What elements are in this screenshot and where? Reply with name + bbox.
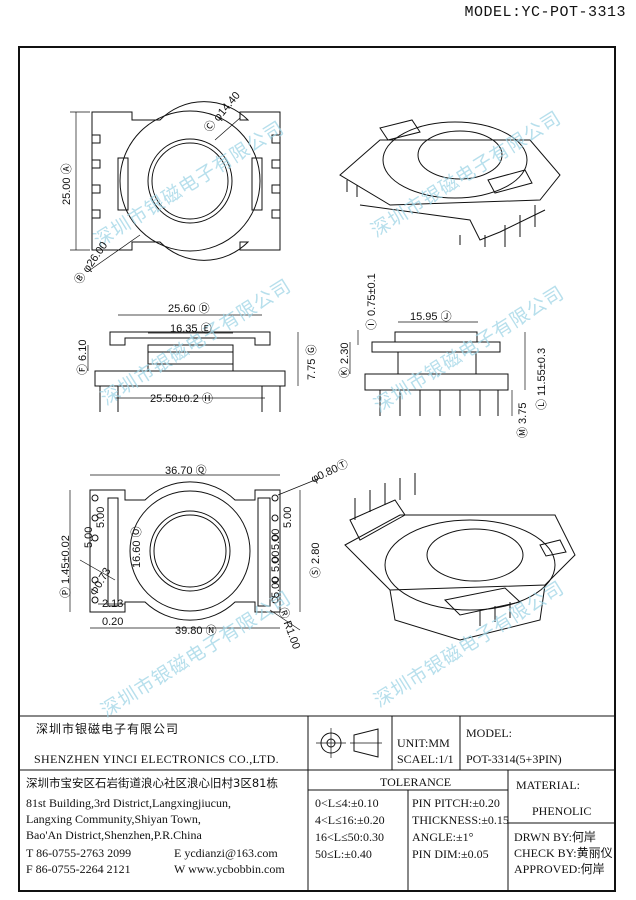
email: E ycdianzi@163.com: [174, 846, 278, 860]
thickness: THICKNESS:±0.15: [412, 813, 509, 827]
side2-total-height: Ⓛ 11.55±0.3: [536, 347, 548, 410]
side1-left-height: Ⓕ 6.10: [77, 339, 89, 375]
website: W www.ycbobbin.com: [174, 862, 285, 876]
top-height-dim: 25.00 Ⓐ: [61, 163, 73, 205]
bottom-pitch-5: 5.00: [270, 550, 282, 572]
material-value: PHENOLIC: [532, 804, 592, 818]
isometric-view-1: [339, 119, 561, 247]
bottom-pitch-2: 5.00: [83, 526, 95, 548]
bottom-pin-width: Ⓟ 1.45±0.02: [60, 535, 72, 598]
tolerance-2: 4<L≤16:±0.20: [315, 813, 385, 827]
tolerance-label: TOLERANCE: [380, 775, 452, 789]
bottom-slot-dim: Ⓢ 2.80: [310, 542, 322, 578]
bottom-pitch-3: 5.00: [282, 506, 294, 528]
side2-flange-dim: Ⓚ 2.30: [339, 342, 351, 378]
material-label: MATERIAL:: [516, 778, 580, 792]
pin-pitch: PIN PITCH:±0.20: [412, 796, 500, 810]
drawing-frame: [18, 46, 616, 892]
projection-symbol: [316, 728, 382, 758]
angle: ANGLE:±1°: [412, 830, 474, 844]
side2-wall-dim: Ⓘ 0.75±0.1: [366, 273, 378, 330]
top-view: [70, 101, 281, 271]
side2-pin-length: Ⓜ 3.75: [517, 402, 529, 438]
fax: F 86-0755-2264 2121: [26, 862, 131, 876]
tolerance-4: 50≤L:±0.40: [315, 847, 372, 861]
address-cn: 深圳市宝安区石岩街道浪心社区浪心旧村3区81栋: [26, 776, 278, 790]
address-en-2: Langxing Community,Shiyan Town,: [26, 812, 201, 826]
bottom-overall-width: 36.70 Ⓠ: [165, 465, 207, 477]
side-view-2: [349, 321, 526, 416]
company-name-cn: 深圳市银磁电子有限公司: [36, 722, 180, 736]
company-name-en: SHENZHEN YINCI ELECTRONICS CO.,LTD.: [34, 752, 279, 766]
side1-right-height: 7.75 Ⓖ: [306, 344, 318, 380]
side1-inner-width: 16.35 Ⓔ: [170, 323, 212, 335]
tolerance-1: 0<L≤4:±0.10: [315, 796, 379, 810]
approved-by: APPROVED:何岸: [514, 862, 605, 876]
bottom-offset-dim: 0.20: [102, 616, 124, 628]
scale: SCAEL:1/1: [397, 752, 454, 766]
model-value: POT-3314(5+3PIN): [466, 752, 562, 766]
title-block: 深圳市银磁电子有限公司 SHENZHEN YINCI ELECTRONICS C…: [20, 716, 614, 890]
drawn-by: DRWN BY:何岸: [514, 830, 596, 844]
check-by: CHECK BY:黄丽仪: [514, 846, 613, 860]
bottom-hole-dim: 16.60 Ⓞ: [131, 526, 143, 568]
bottom-view: [69, 474, 321, 631]
bottom-pitch-1: 5.00: [95, 506, 107, 528]
isometric-view-2: [344, 473, 576, 641]
tolerance-3: 16<L≤50:0.30: [315, 830, 385, 844]
bottom-step-dim: 2.13: [102, 598, 124, 610]
side2-inner-width: 15.95 Ⓙ: [410, 311, 452, 323]
bottom-pitch-6: 5.00: [270, 576, 282, 598]
bottom-pitch-4: 5.00: [270, 528, 282, 550]
pin-dim: PIN DIM:±0.05: [412, 847, 489, 861]
side1-top-width: 25.60 Ⓓ: [168, 303, 210, 315]
model-title: MODEL:YC-POT-3313: [464, 4, 626, 21]
address-en-1: 81st Building,3rd District,Langxingjiucu…: [26, 796, 231, 810]
unit: UNIT:MM: [397, 736, 450, 750]
model-label: MODEL:: [466, 726, 512, 740]
side-view-1: [87, 314, 299, 412]
bottom-base-width: 39.80 Ⓝ: [175, 625, 217, 637]
telephone: T 86-0755-2763 2099: [26, 846, 132, 860]
side1-base-width: 25.50±0.2 Ⓗ: [150, 393, 213, 405]
address-en-3: Bao'An District,Shenzhen,P.R.China: [26, 828, 202, 842]
title-block-lines: [20, 715, 614, 890]
